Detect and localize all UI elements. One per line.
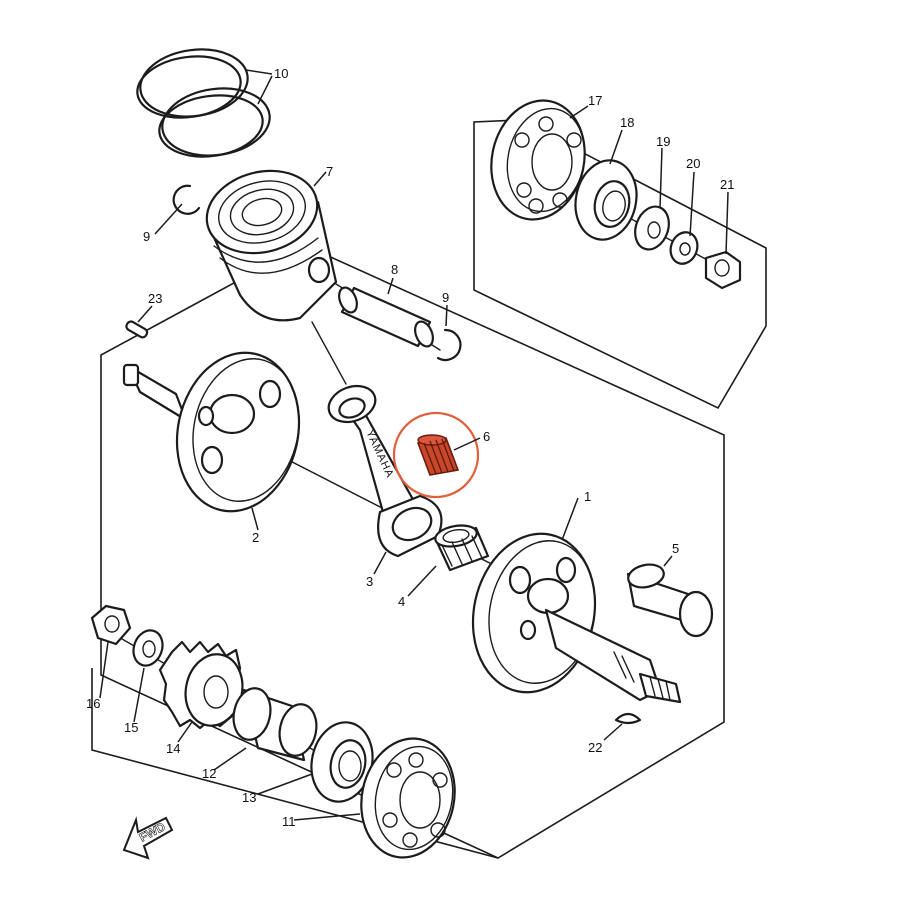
axis-line-rod bbox=[311, 321, 347, 385]
callout-22: 22 bbox=[588, 740, 602, 755]
bearing-left[interactable] bbox=[351, 730, 466, 867]
oil-seal-right[interactable] bbox=[568, 155, 643, 246]
needle-bearing-big-end[interactable] bbox=[434, 523, 490, 572]
callout-12: 12 bbox=[202, 766, 216, 781]
crank-pin[interactable] bbox=[626, 561, 714, 638]
forward-arrow: FWD bbox=[122, 816, 174, 860]
callout-16: 16 bbox=[86, 696, 100, 711]
callout-19: 19 bbox=[656, 134, 670, 149]
nut-21[interactable] bbox=[704, 250, 742, 290]
piston-rings[interactable] bbox=[133, 43, 274, 163]
callout-3: 3 bbox=[366, 574, 373, 589]
callout-5: 5 bbox=[672, 541, 679, 556]
callout-7: 7 bbox=[326, 164, 333, 179]
bearing-right[interactable] bbox=[481, 92, 596, 229]
callout-21: 21 bbox=[720, 177, 734, 192]
callout-14: 14 bbox=[166, 741, 180, 756]
crank-pin-key[interactable] bbox=[125, 320, 149, 339]
spacer[interactable] bbox=[229, 685, 321, 762]
callout-18: 18 bbox=[620, 115, 634, 130]
oil-seal-left[interactable] bbox=[304, 717, 379, 808]
callout-8: 8 bbox=[391, 262, 398, 277]
lock-washer-20[interactable] bbox=[666, 229, 701, 268]
woodruff-key[interactable] bbox=[614, 712, 642, 725]
piston[interactable] bbox=[198, 160, 338, 322]
callout-10: 10 bbox=[274, 66, 288, 81]
highlight-circle bbox=[392, 411, 480, 499]
callout-23: 23 bbox=[148, 291, 162, 306]
washer-19[interactable] bbox=[629, 202, 674, 254]
callout-4: 4 bbox=[398, 594, 405, 609]
crank-half-right[interactable] bbox=[459, 522, 682, 704]
leader-lines bbox=[99, 69, 729, 821]
needle-bearing-small-end[interactable] bbox=[392, 411, 480, 499]
callout-11: 11 bbox=[282, 814, 296, 829]
washer-15[interactable] bbox=[129, 626, 168, 669]
callout-13: 13 bbox=[242, 790, 256, 805]
callout-1: 1 bbox=[584, 489, 591, 504]
callout-2: 2 bbox=[252, 530, 259, 545]
callout-9-upper: 9 bbox=[143, 229, 150, 244]
callout-20: 20 bbox=[686, 156, 700, 171]
callout-15: 15 bbox=[124, 720, 138, 735]
piston-pin[interactable] bbox=[336, 285, 437, 349]
callout-9-lower: 9 bbox=[442, 290, 449, 305]
circlip-lower[interactable] bbox=[436, 328, 462, 362]
drive-gear[interactable] bbox=[158, 640, 249, 731]
callout-6: 6 bbox=[483, 429, 490, 444]
circlip-upper[interactable] bbox=[172, 184, 201, 215]
crank-half-left[interactable] bbox=[122, 341, 313, 522]
nut-16[interactable] bbox=[90, 604, 132, 646]
connecting-rod[interactable]: YAMAHA bbox=[324, 380, 443, 558]
callout-17: 17 bbox=[588, 93, 602, 108]
